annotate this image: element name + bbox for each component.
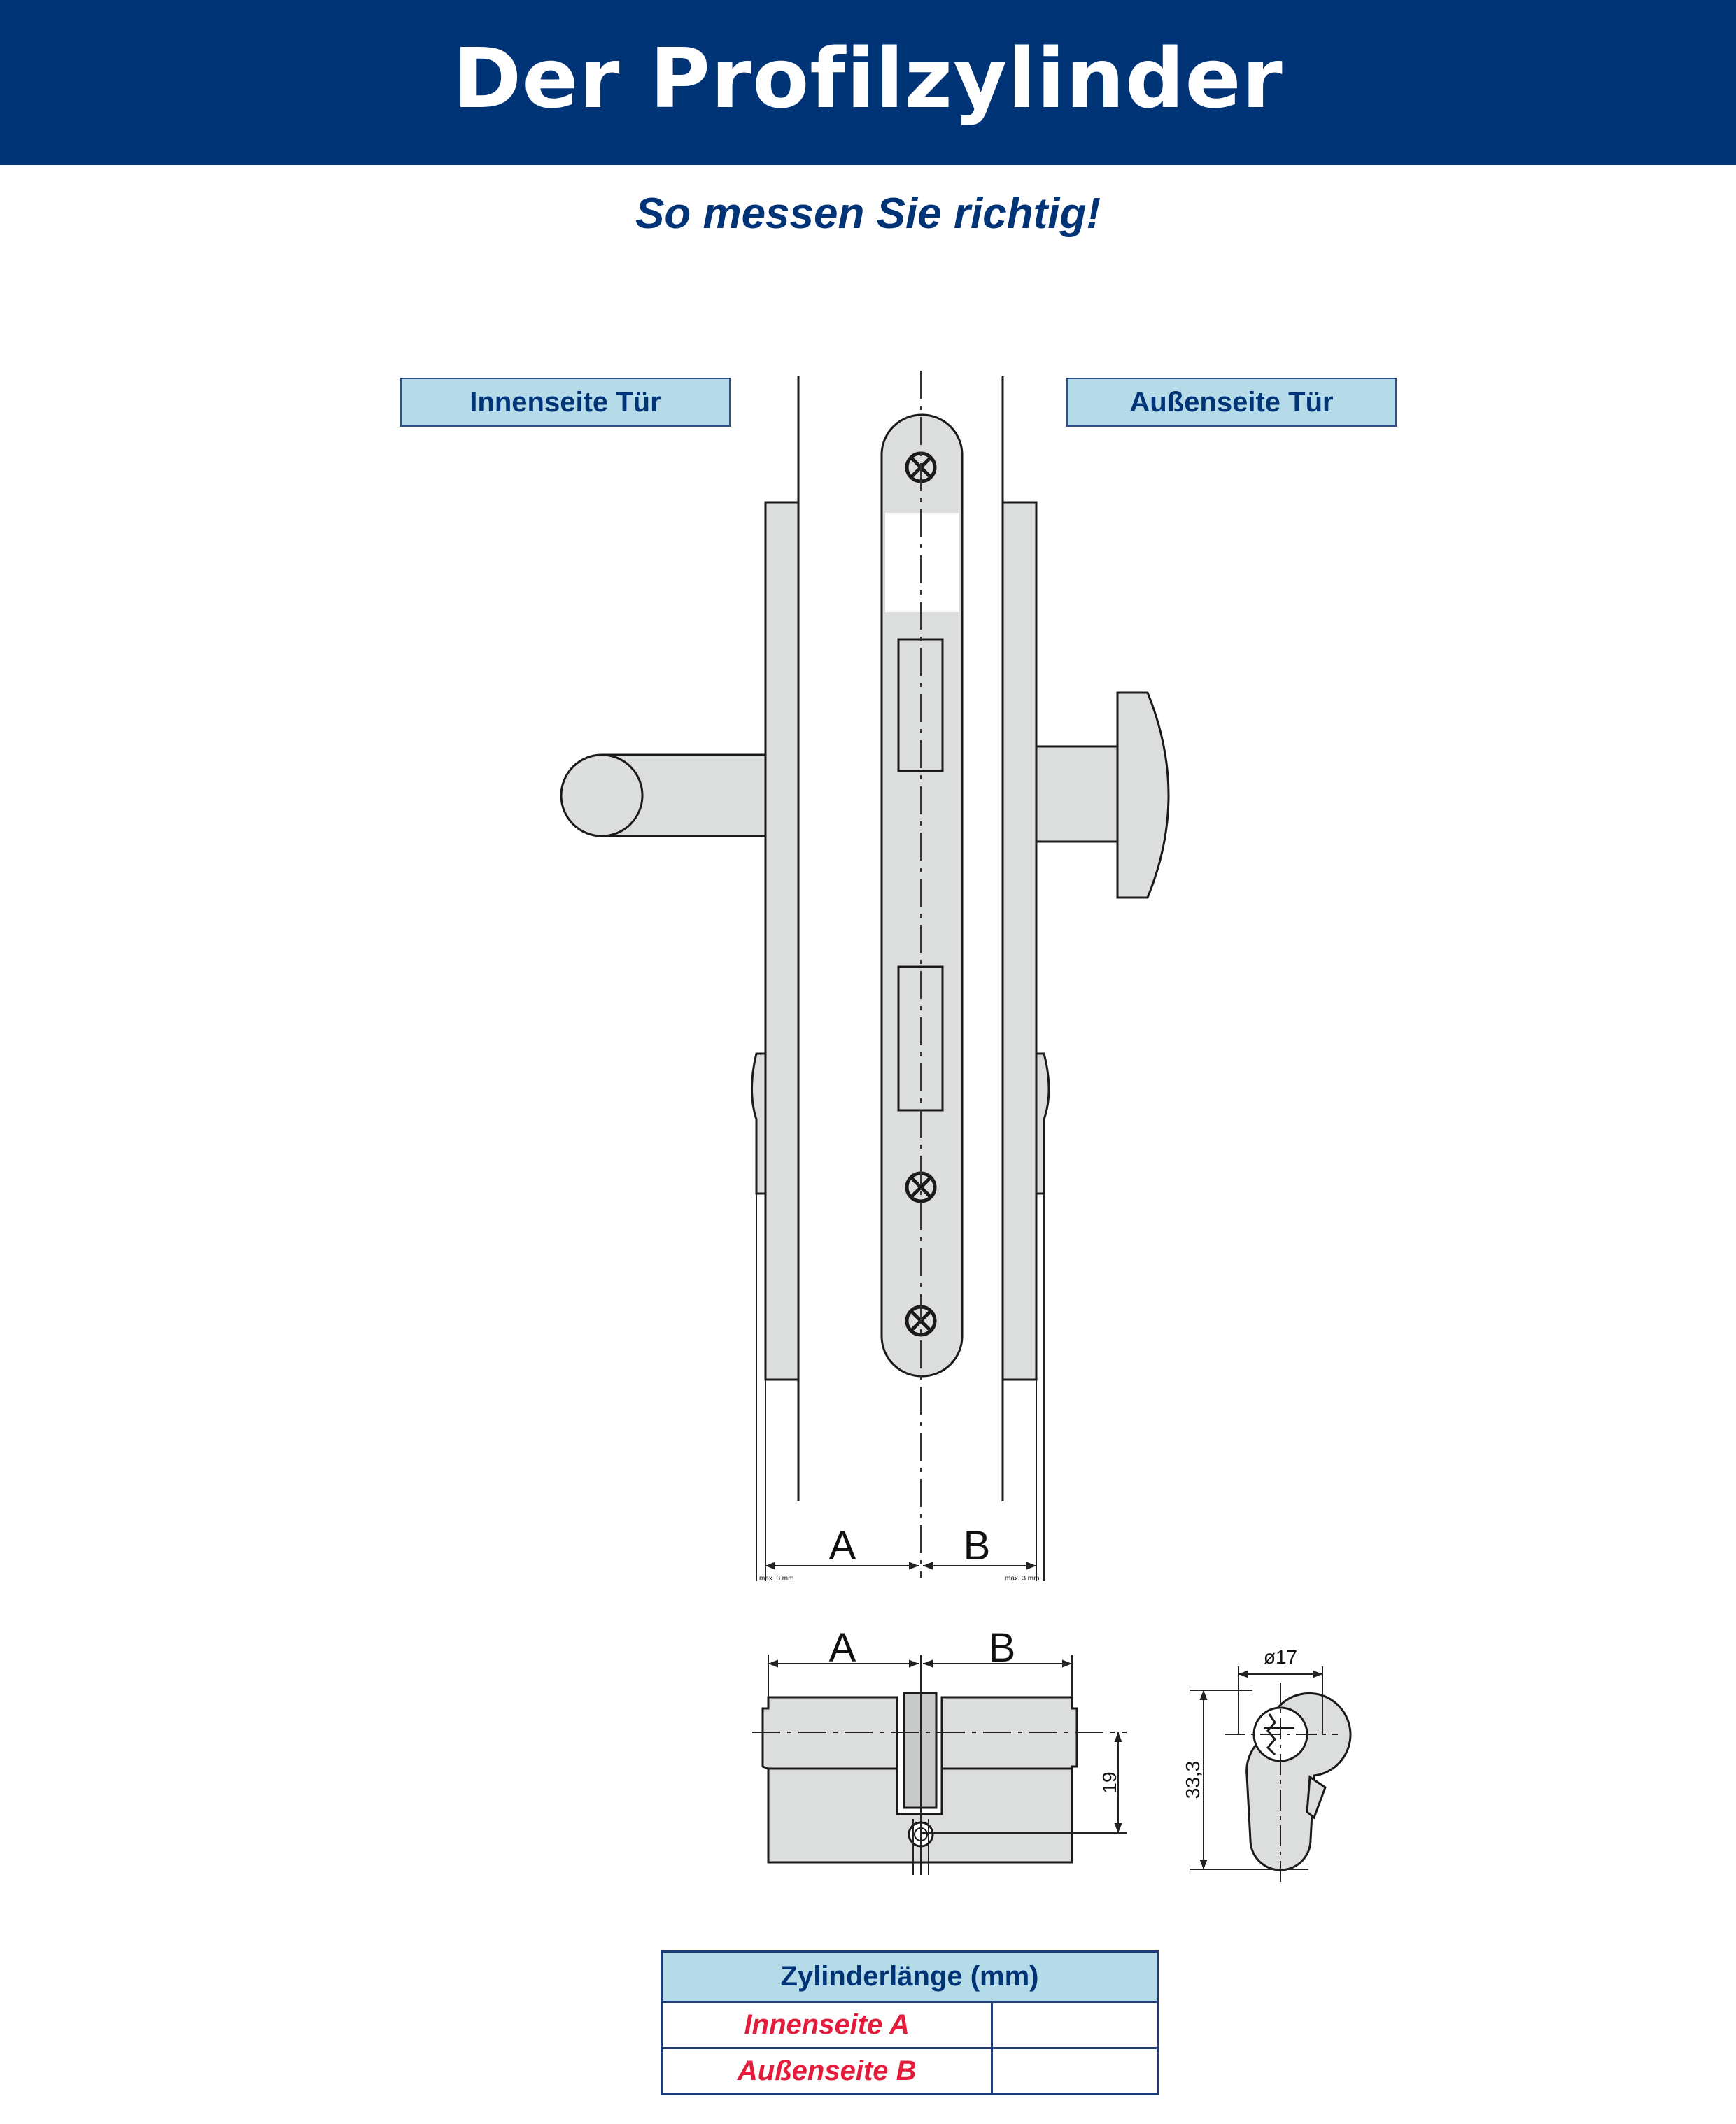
cylinder-body — [761, 1696, 1078, 1864]
door-plate-left — [764, 501, 800, 1381]
max-gap-note-right: max. 3 mm — [1005, 1575, 1039, 1583]
row-value-inside-a[interactable] — [991, 2001, 1159, 2049]
door-dimension-b: B — [964, 1523, 991, 1569]
faceplate-opening — [885, 513, 959, 612]
row-value-outside-b[interactable] — [991, 2047, 1159, 2095]
table-header: Zylinderlänge (mm) — [661, 1950, 1159, 2003]
max-gap-note-left: max. 3 mm — [759, 1575, 793, 1583]
page-subtitle: So messen Sie richtig! — [635, 190, 1101, 238]
cylinder-side-view — [761, 1692, 1078, 1864]
door-assembly — [560, 376, 1170, 1501]
cylinder-side-dimensions — [752, 1655, 1127, 1875]
door-plate-right — [1001, 501, 1038, 1381]
cylinder-height-19: 19 — [1099, 1771, 1120, 1793]
row-label-outside-b: Außenseite B — [660, 2047, 994, 2095]
door-dimensions — [756, 1194, 1045, 1581]
cylinder-dimension-b: B — [989, 1625, 1016, 1671]
lever-handle-end — [560, 753, 644, 837]
cylinder-front-view — [1245, 1692, 1352, 1871]
measurement-table: Zylinderlänge (mm) Innenseite A Außensei… — [660, 1950, 1159, 2095]
cam-tab — [1306, 1775, 1327, 1820]
table-row: Innenseite A — [660, 2001, 1159, 2049]
label-outside-door: Außenseite Tür — [1066, 378, 1397, 427]
knob-stem — [1035, 745, 1119, 843]
rosette-left — [751, 1052, 767, 1195]
label-inside-door: Innenseite Tür — [400, 378, 731, 427]
cylinder-diameter: ø17 — [1264, 1646, 1297, 1668]
page-title: Der Profilzylinder — [453, 30, 1283, 127]
cylinder-dimension-a: A — [829, 1625, 856, 1671]
header-bar: Der Profilzylinder — [0, 0, 1736, 165]
door-dimension-a: A — [829, 1523, 856, 1569]
table-row: Außenseite B — [660, 2047, 1159, 2095]
row-label-inside-a: Innenseite A — [660, 2001, 994, 2049]
cylinder-height-33: 33,3 — [1182, 1761, 1204, 1799]
rosette-right — [1035, 1052, 1050, 1195]
cylinder-front-dimensions — [1190, 1666, 1338, 1882]
knob-head — [1116, 691, 1170, 899]
